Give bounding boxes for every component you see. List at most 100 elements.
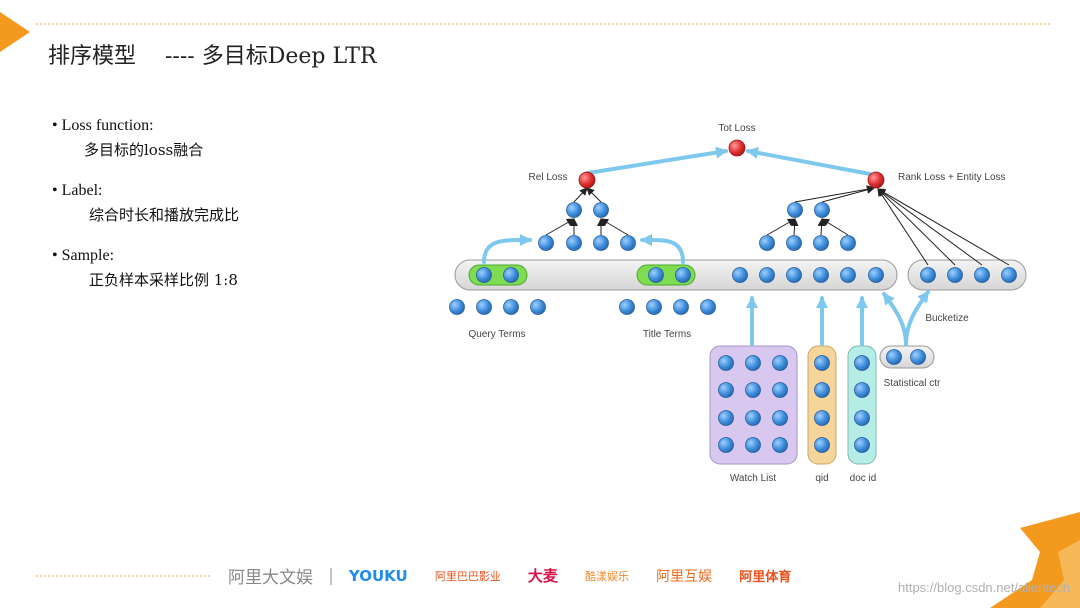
- feature-node: [732, 267, 748, 283]
- rel-to-loss-arrow: [573, 187, 588, 203]
- qid-node: [814, 382, 830, 398]
- rank-hidden1-node: [840, 235, 856, 251]
- bullet-label: • Label:: [52, 182, 103, 199]
- logo-separator: |: [328, 565, 334, 586]
- title-terms-label: Title Terms: [643, 329, 691, 340]
- feature-node: [648, 267, 664, 283]
- feature-node: [840, 267, 856, 283]
- rel-loss-node: [578, 171, 596, 189]
- bucketize-node: [1001, 267, 1017, 283]
- feature-node: [786, 267, 802, 283]
- statistical-ctr-label: Statistical ctr: [884, 378, 941, 389]
- kuyang-logo: 酷漾娱乐: [585, 569, 630, 583]
- qid-node: [814, 437, 830, 453]
- feature-node: [868, 267, 884, 283]
- rank-to-tot-arrow: [746, 146, 872, 176]
- watch-list-node: [718, 382, 734, 398]
- rel-hidden1-node: [538, 235, 554, 251]
- watch-list-node: [745, 382, 761, 398]
- rel-hidden-arrow: [600, 218, 629, 236]
- feature-node: [675, 267, 691, 283]
- title-term-node: [673, 299, 689, 315]
- rank-hidden2-node: [787, 202, 803, 218]
- watch-list-node: [772, 355, 788, 371]
- bucketize-node: [974, 267, 990, 283]
- watch-list-node: [772, 410, 788, 426]
- rel-hidden-arrow: [545, 218, 575, 236]
- bucketize-to-loss-arrow: [877, 188, 983, 266]
- rank-hidden1-node: [813, 235, 829, 251]
- query-term-node: [449, 299, 465, 315]
- query-term-node: [530, 299, 546, 315]
- rank-loss-label: Rank Loss + Entity Loss: [898, 172, 1006, 183]
- bullet-loss-function-detail: 多目标的loss融合: [84, 141, 204, 159]
- title-to-rel-arrow: [640, 233, 685, 264]
- feature-node: [503, 267, 519, 283]
- alibaba-games-logo: 阿里互娱: [656, 568, 713, 585]
- query-term-node: [503, 299, 519, 315]
- alibaba-pictures-logo: 阿里巴巴影业: [434, 569, 501, 583]
- tot-loss-node: [728, 139, 746, 157]
- ctr-to-bucketize-arrow: [904, 290, 930, 346]
- alisports-logo: 阿里体育: [739, 570, 792, 585]
- doc-id-node: [854, 410, 870, 426]
- qid-node: [814, 355, 830, 371]
- rel-hidden1-node: [593, 235, 609, 251]
- bullet-loss-function: • Loss function:: [52, 117, 154, 134]
- bucketize-node: [947, 267, 963, 283]
- rank-loss-node: [867, 171, 885, 189]
- rank-hidden1-node: [759, 235, 775, 251]
- statistical-ctr-node: [910, 349, 926, 365]
- youku-logo: YOUKU: [348, 566, 408, 585]
- doc-id-node: [854, 437, 870, 453]
- tot-loss-label: Tot Loss: [718, 123, 755, 134]
- rel-to-loss-arrow: [586, 187, 602, 203]
- corner-triangle-icon: [0, 12, 30, 52]
- rank-hidden-arrow: [790, 218, 799, 236]
- watch-list-node: [772, 382, 788, 398]
- query-terms-label: Query Terms: [468, 329, 525, 340]
- bucketize-to-loss-arrow: [877, 188, 956, 266]
- bullet-sample-detail: 正负样本采样比例 1:8: [89, 271, 238, 289]
- watch-list-node: [718, 355, 734, 371]
- feature-node: [476, 267, 492, 283]
- rel-to-tot-arrow: [586, 146, 728, 175]
- watch-list-node: [745, 437, 761, 453]
- fox-corner-icon: [990, 512, 1080, 608]
- qid-label: qid: [815, 473, 828, 484]
- rank-hidden-arrow: [766, 218, 796, 236]
- query-to-rel-arrow: [482, 233, 532, 264]
- bucketize-node: [920, 267, 936, 283]
- alibaba-entertainment-logo: 阿里大文娱: [228, 568, 313, 588]
- bucketize-to-loss-arrow: [877, 188, 1010, 266]
- rank-hidden1-node: [786, 235, 802, 251]
- rank-hidden-arrow: [817, 218, 826, 236]
- doc-id-node: [854, 382, 870, 398]
- rel-hidden1-node: [566, 235, 582, 251]
- rank-hidden2-node: [814, 202, 830, 218]
- feature-node: [759, 267, 775, 283]
- rank-to-loss-arrow: [794, 185, 875, 203]
- rel-hidden2-node: [566, 202, 582, 218]
- footer-logos: 阿里大文娱 | YOUKU 阿里巴巴影业 大麦 酷漾娱乐 阿里互娱 阿里体育: [228, 563, 813, 589]
- title-term-node: [700, 299, 716, 315]
- watch-list-box: [709, 345, 798, 465]
- damai-logo: 大麦: [527, 567, 558, 585]
- rel-hidden1-node: [620, 235, 636, 251]
- slide-title: 排序模型 ---- 多目标Deep LTR: [48, 44, 377, 69]
- rel-hidden2-node: [593, 202, 609, 218]
- doc-id-node: [854, 355, 870, 371]
- feature-node: [813, 267, 829, 283]
- ctr-to-main-arrow: [882, 292, 908, 346]
- title-term-node: [619, 299, 635, 315]
- bullet-label-detail: 综合时长和播放完成比: [89, 206, 240, 224]
- rank-hidden-arrow: [821, 218, 849, 236]
- watch-list-node: [718, 437, 734, 453]
- title-term-node: [646, 299, 662, 315]
- doc-id-label: doc id: [850, 473, 877, 484]
- query-term-node: [476, 299, 492, 315]
- watch-list-node: [745, 410, 761, 426]
- watch-list-node: [772, 437, 788, 453]
- bucketize-label: Bucketize: [925, 313, 969, 324]
